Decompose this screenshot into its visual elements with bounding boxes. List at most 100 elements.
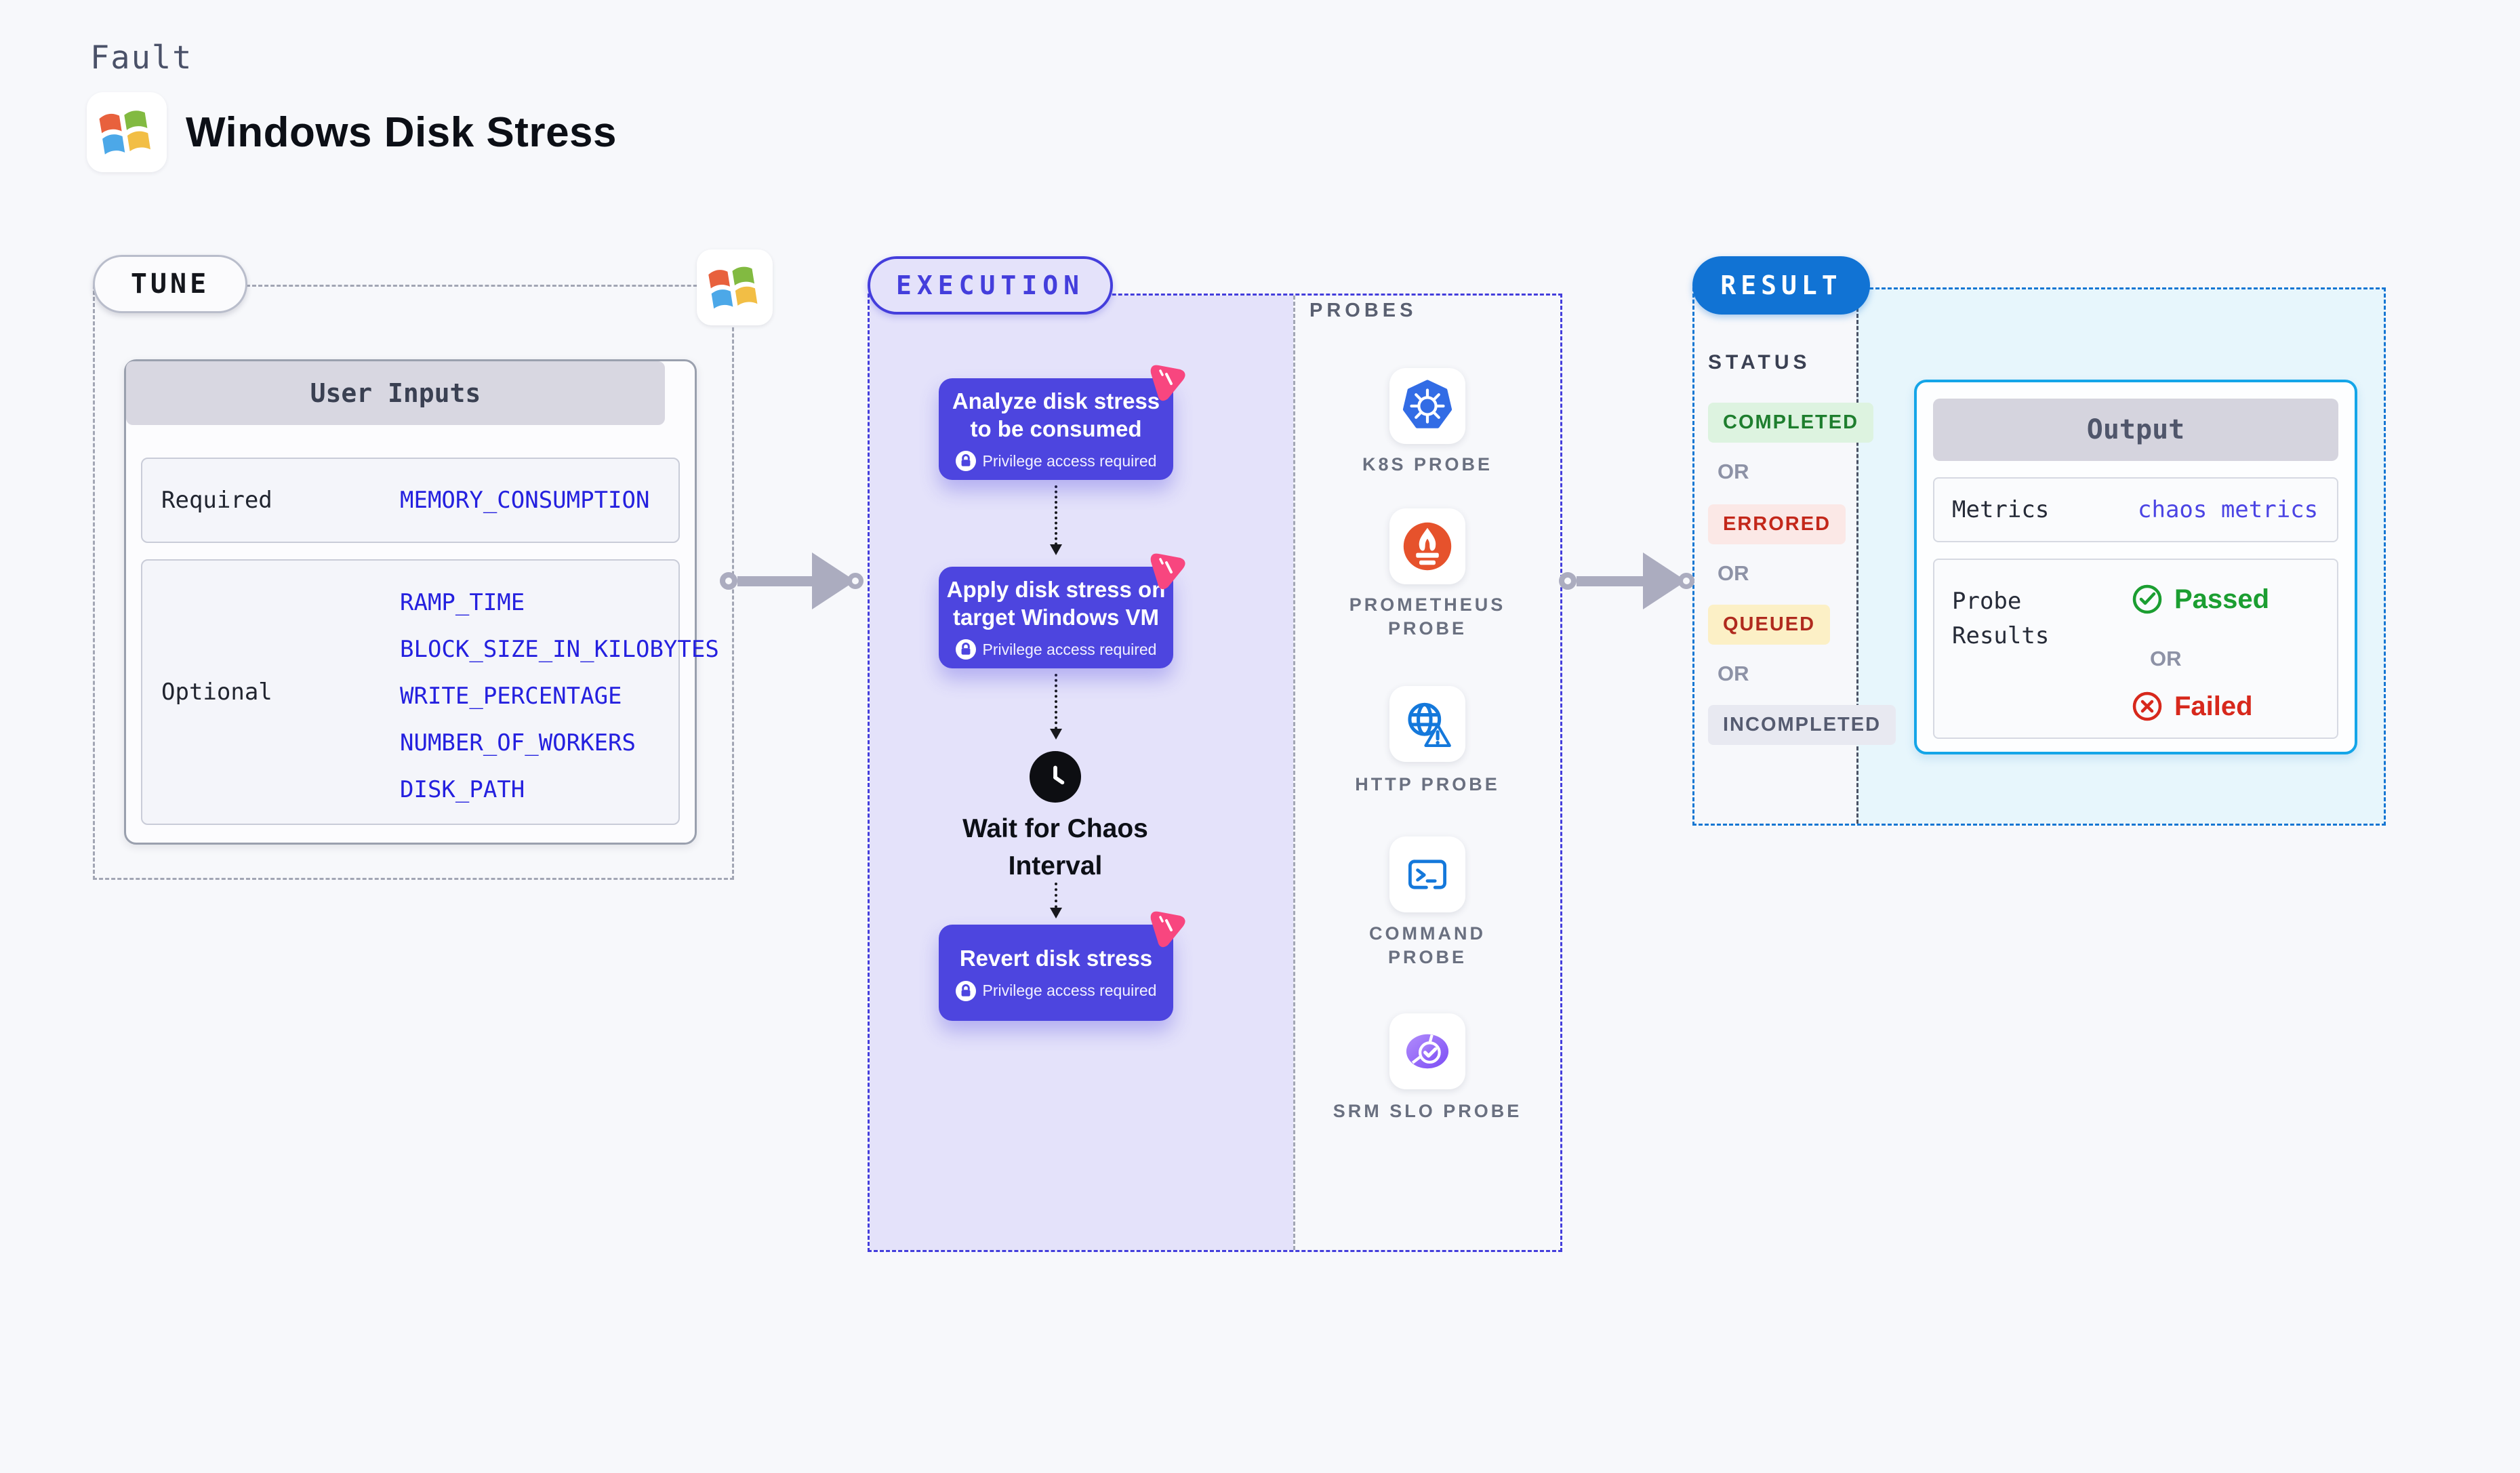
windows-logo-small-icon (697, 249, 773, 325)
flow-connector (1050, 485, 1062, 555)
step-title-line: Analyze disk stress (952, 388, 1160, 413)
arrow-end-dot (1678, 573, 1694, 589)
probes-pane (1293, 296, 1560, 1250)
optional-inputs-row: Optional RAMP_TIME BLOCK_SIZE_IN_KILOBYT… (141, 559, 719, 825)
status-badge-errored: ERRORED (1708, 504, 1846, 544)
probe-label-http: HTTP PROBE (1355, 774, 1500, 794)
status-column-title: STATUS (1708, 351, 1811, 374)
kubernetes-icon (1402, 380, 1452, 428)
probe-label-srm-slo: SRM SLO PROBE (1333, 1101, 1522, 1121)
probe-tile-http (1389, 686, 1465, 762)
step-apply-disk-stress: Apply disk stress on target Windows VM P… (939, 567, 1173, 668)
step-title-line: Revert disk stress (959, 946, 1153, 971)
clock-icon (1030, 751, 1081, 803)
optional-values-list: RAMP_TIME BLOCK_SIZE_IN_KILOBYTES WRITE_… (400, 589, 719, 803)
windows-flag-icon (705, 260, 765, 315)
status-badge-queued: QUEUED (1708, 605, 1831, 645)
wait-for-chaos-label: Wait for Chaos Interval (920, 811, 1191, 885)
optional-value: NUMBER_OF_WORKERS (400, 729, 636, 756)
probes-column-title: PROBES (1309, 300, 1417, 321)
or-separator: OR (1718, 662, 1749, 685)
flow-connector (1050, 674, 1062, 740)
arrow-end-dot (847, 573, 863, 589)
wait-label-line: Interval (1008, 851, 1103, 881)
or-separator: OR (1718, 460, 1749, 483)
passed-label: Passed (2174, 584, 2270, 614)
probe-tile-k8s (1389, 368, 1465, 444)
optional-value: RAMP_TIME (400, 589, 525, 616)
prometheus-icon (1403, 522, 1452, 571)
metrics-label: Metrics (1952, 496, 2050, 523)
probe-tile-prometheus (1389, 508, 1465, 584)
privilege-badge: Privilege access required (955, 980, 1157, 1001)
chaos-icon (1146, 550, 1187, 591)
wait-label-line: Wait for Chaos (962, 814, 1148, 843)
optional-value: DISK_PATH (400, 776, 525, 803)
chaos-icon (1146, 908, 1187, 949)
metrics-row: Metrics chaos metrics (1933, 477, 2338, 542)
tune-to-execution-arrow (720, 552, 863, 609)
windows-flag-icon (96, 104, 158, 161)
arrow-start-dot (720, 572, 737, 590)
execution-to-result-arrow (1559, 552, 1694, 609)
lock-icon (955, 639, 976, 660)
chaos-icon (1146, 362, 1187, 403)
probe-tile-command (1389, 836, 1465, 912)
page-header: Windows Disk Stress (87, 92, 617, 172)
step-analyze-disk-stress: Analyze disk stress to be consumed Privi… (939, 378, 1173, 480)
x-circle-icon (2132, 691, 2162, 721)
flow-connector (1050, 883, 1062, 919)
user-inputs-title: User Inputs (126, 361, 665, 425)
output-card: Output Metrics chaos metrics Probe Resul… (1914, 380, 2357, 754)
required-label: Required (161, 487, 272, 514)
output-title: Output (1933, 399, 2338, 461)
optional-value: BLOCK_SIZE_IN_KILOBYTES (400, 636, 719, 663)
arrow-line (1577, 576, 1644, 586)
probe-label-prometheus: PROMETHEUS PROBE (1349, 594, 1506, 639)
step-title-line: to be consumed (970, 416, 1142, 441)
privilege-badge-text: Privilege access required (982, 451, 1157, 470)
status-badge-incompleted: INCOMPLETED (1708, 705, 1896, 745)
privilege-badge: Privilege access required (955, 451, 1157, 472)
required-value: MEMORY_CONSUMPTION (400, 487, 650, 514)
optional-label: Optional (161, 679, 272, 706)
lock-icon (955, 980, 976, 1001)
optional-value: WRITE_PERCENTAGE (400, 683, 622, 710)
terminal-icon (1408, 860, 1446, 889)
status-badge-completed: COMPLETED (1708, 403, 1874, 443)
probe-failed-row: Failed (2131, 690, 2253, 723)
step-title: Revert disk stress (960, 944, 1152, 972)
failed-label: Failed (2174, 691, 2253, 721)
probe-passed-row: Passed (2131, 583, 2269, 616)
privilege-badge-text: Privilege access required (982, 982, 1157, 1000)
result-section-label: RESULT (1692, 256, 1870, 315)
step-title-line: target Windows VM (952, 605, 1160, 630)
probe-label-k8s: K8S PROBE (1362, 454, 1493, 475)
step-revert-disk-stress: Revert disk stress Privilege access requ… (939, 925, 1173, 1021)
probe-label-command: COMMAND PROBE (1369, 923, 1486, 968)
step-title-line: Apply disk stress on (946, 576, 1166, 602)
probe-results-label: Probe Results (1952, 588, 2050, 649)
user-inputs-card: User Inputs Required MEMORY_CONSUMPTION … (124, 359, 719, 845)
or-separator: OR (1718, 561, 1749, 585)
probe-results-row: Probe Results Passed OR Failed (1933, 559, 2338, 739)
step-title: Analyze disk stress to be consumed (952, 387, 1160, 443)
lock-icon (955, 451, 976, 472)
execution-section-label: EXECUTION (868, 256, 1113, 315)
probe-tile-srm-slo (1389, 1013, 1465, 1089)
required-inputs-row: Required MEMORY_CONSUMPTION (141, 458, 680, 543)
metrics-value-link[interactable]: chaos metrics (2138, 496, 2319, 523)
arrow-start-dot (1559, 572, 1577, 590)
step-title: Apply disk stress on target Windows VM (947, 576, 1166, 632)
check-circle-icon (2132, 584, 2162, 614)
privilege-badge: Privilege access required (955, 639, 1157, 660)
windows-logo-icon (87, 92, 167, 172)
globe-warning-icon (1408, 702, 1451, 748)
slo-pie-icon (1406, 1034, 1449, 1069)
fault-category-label: Fault (90, 39, 193, 77)
or-separator: OR (2150, 647, 2182, 670)
page-title: Windows Disk Stress (186, 108, 617, 156)
privilege-badge-text: Privilege access required (982, 640, 1157, 658)
tune-section-label: TUNE (93, 255, 247, 313)
